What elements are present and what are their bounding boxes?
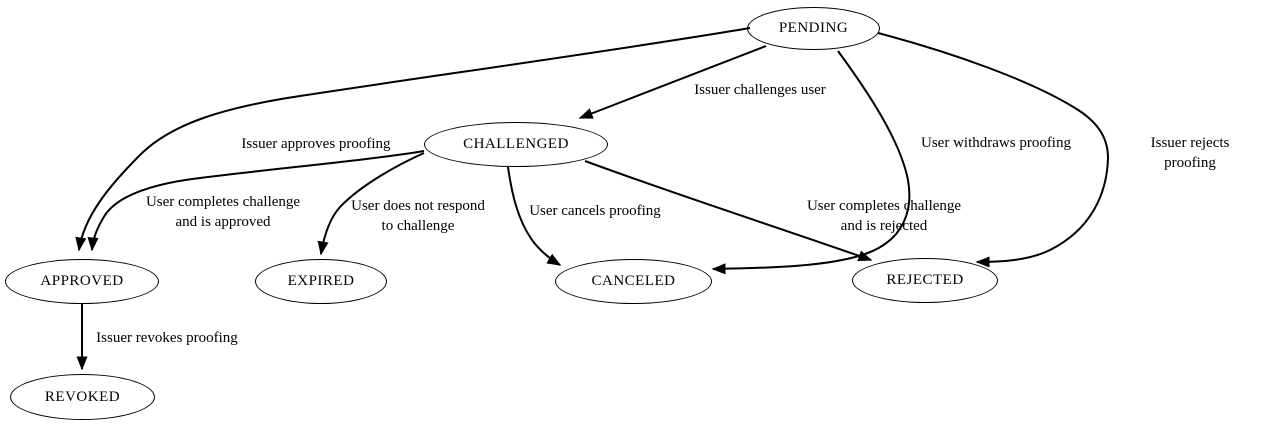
node-revoked: REVOKED [10,374,155,420]
node-challenged-label: CHALLENGED [463,136,569,152]
edge-challenged-rejected [584,160,873,262]
edge-pending-canceled [711,50,911,275]
node-challenged: CHALLENGED [424,122,608,167]
node-pending: PENDING [747,7,880,50]
node-canceled-label: CANCELED [591,273,676,289]
edge-label-user-completes-challenge-rejected: User completes challenge and is rejected [806,198,962,234]
edge-label-user-withdraws-proofing: User withdraws proofing [921,135,1071,151]
edge-pending-approved [75,27,751,252]
edge-challenged-approved [87,150,425,252]
edge-label-issuer-challenges-user: Issuer challenges user [694,82,826,98]
node-expired-label: EXPIRED [287,273,355,289]
edge-label-user-cancels-proofing: User cancels proofing [529,203,661,219]
node-expired: EXPIRED [255,259,387,304]
node-revoked-label: REVOKED [44,388,121,405]
edge-pending-rejected [877,32,1110,268]
edge-label-issuer-approves-proofing: Issuer approves proofing [241,136,391,152]
edge-label-user-completes-challenge-approved: User completes challenge and is approved [145,194,301,230]
node-approved-label: APPROVED [40,273,124,289]
edge-label-issuer-revokes-proofing: Issuer revokes proofing [96,330,238,346]
edge-challenged-canceled [507,166,562,266]
edge-challenged-expired [317,152,425,256]
node-pending-label: PENDING [778,20,849,36]
node-rejected: REJECTED [852,258,998,303]
edge-label-user-does-not-respond: User does not respond to challenge [351,198,485,234]
node-canceled: CANCELED [555,259,712,304]
edge-label-issuer-rejects-proofing: Issuer rejects proofing [1150,135,1230,171]
node-approved: APPROVED [5,259,159,304]
edge-pending-challenged [578,45,767,119]
node-rejected-label: REJECTED [886,272,964,288]
